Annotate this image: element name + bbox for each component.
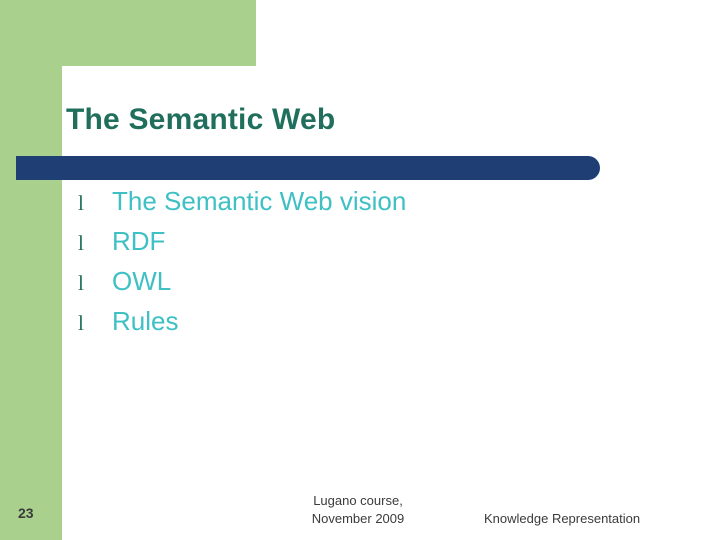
bullet-list: l The Semantic Web vision l RDF l OWL l … [78, 186, 638, 348]
bullet-marker-icon: l [78, 191, 84, 215]
page-title: The Semantic Web [66, 103, 336, 136]
list-item-label: Rules [112, 306, 179, 336]
footer-course-line-1: Lugano course, [313, 493, 403, 508]
list-item: l RDF [78, 226, 638, 268]
decoration-green-mid-strip [62, 58, 110, 66]
decoration-green-notch [110, 58, 256, 66]
list-item-label: The Semantic Web vision [112, 186, 407, 216]
bullet-marker-icon: l [78, 311, 84, 335]
bullet-marker-icon: l [78, 271, 84, 295]
list-item: l Rules [78, 306, 638, 348]
list-item-label: RDF [112, 226, 166, 256]
footer-course-info: Lugano course, November 2009 [248, 492, 468, 527]
title-underline-bar [16, 156, 600, 180]
list-item: l The Semantic Web vision [78, 186, 638, 228]
bullet-marker-icon: l [78, 231, 84, 255]
page-number: 23 [18, 505, 34, 521]
list-item-label: OWL [112, 266, 172, 296]
footer-course-line-2: November 2009 [311, 510, 405, 526]
list-item: l OWL [78, 266, 638, 308]
decoration-green-top-block [0, 0, 256, 58]
decoration-green-left-bar [0, 58, 62, 540]
footer-topic: Knowledge Representation [484, 511, 641, 526]
